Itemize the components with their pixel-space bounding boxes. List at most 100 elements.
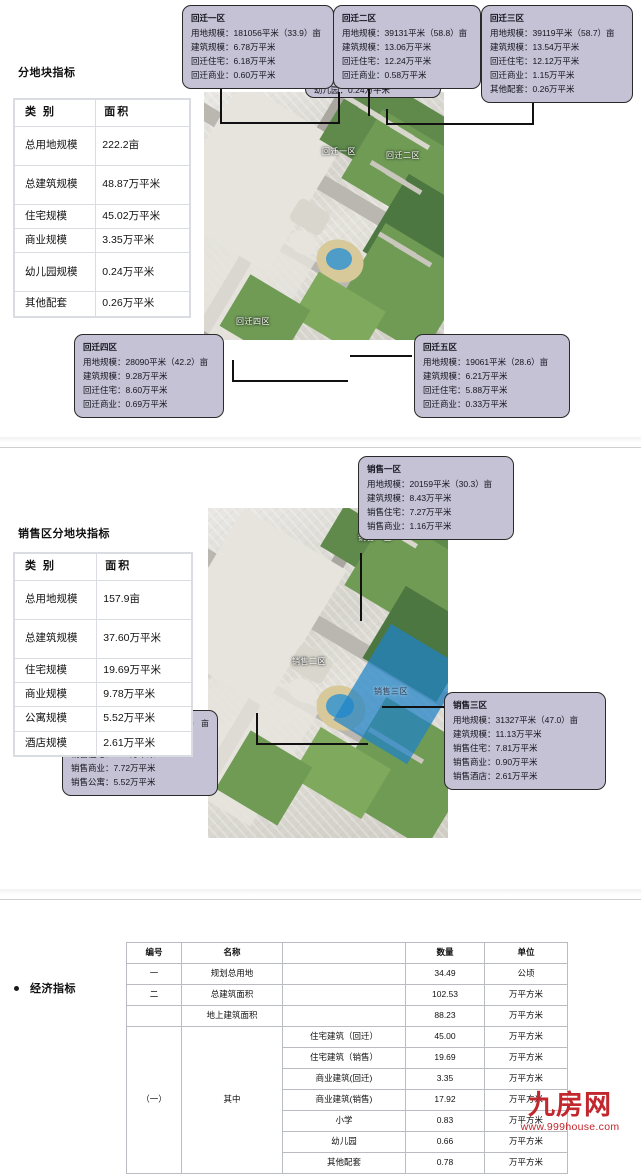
callout-row: 建筑规模：13.54万平米: [490, 42, 580, 53]
table-row: 小学 0.83 万平方米: [127, 1110, 568, 1132]
site-plan-image-lower: 销售一区 销售二区 销售三区: [208, 508, 448, 838]
row-value: 0.26万平米: [95, 291, 190, 317]
callout-row: 销售商业：1.16万平米: [367, 521, 452, 532]
row-value: 0.24万平米: [95, 252, 190, 293]
callout-row: 建筑规模：11.13万平米: [453, 729, 542, 740]
row-label: 其他配套: [13, 291, 97, 317]
leader-line-sales-zone-1: [360, 553, 370, 623]
table-row: （一） 其中 住宅建筑（回迁） 45.00 万平方米: [126, 1026, 568, 1174]
callout-row: 销售商业：7.72万平米: [71, 763, 156, 774]
table-row: 二 总建筑面积 102.53 万平方米: [126, 984, 568, 1006]
watermark-url: www.999house.com: [520, 1121, 620, 1133]
column-header-category: 类 别: [13, 99, 97, 127]
column-header-category: 类 别: [13, 553, 98, 581]
callout-row: 销售公寓：5.52万平米: [71, 777, 156, 788]
watermark: 九房网 www.999house.com: [502, 1092, 638, 1133]
row-value: 37.60万平米: [96, 618, 192, 659]
column-header-quantity: 数量: [405, 942, 485, 964]
map-label-zone-4: 回迁四区: [236, 317, 270, 326]
callout-row: 建筑规模：8.43万平米: [367, 493, 452, 504]
cell-unit: 万平方米: [484, 1005, 568, 1027]
row-value: 222.2亩: [95, 125, 190, 166]
section-economic-indicators: 经济指标 编号 名称 数量 单位 一 规划总用地 34.49 公顷: [0, 900, 641, 1174]
table-row: 总建筑规模 48.87万平米: [13, 164, 190, 205]
callout-row: 回迁住宅：8.60万平米: [83, 385, 168, 396]
leader-line-zone-5: [350, 355, 412, 359]
callout-partial-area: （ ） 亩: [180, 719, 209, 728]
callout-row: 回迁商业：0.69万平米: [83, 399, 168, 410]
row-value: 3.35万平米: [95, 228, 190, 254]
cell-quantity: 19.69: [405, 1047, 485, 1069]
cell-quantity: 0.83: [405, 1110, 485, 1132]
cell-quantity: 0.66: [405, 1131, 485, 1153]
cell-name: 总建筑面积: [181, 984, 283, 1006]
site-plan-image-upper: 回迁一区 回迁二区 回迁四区: [204, 92, 444, 340]
callout-row: 用地规模：31327平米（47.0）亩: [453, 715, 579, 726]
row-value: 2.61万平米: [96, 730, 192, 756]
table-row: 地上建筑面积 88.23 万平方米: [126, 1005, 568, 1027]
callout-huiqian-zone-5: 回迁五区 用地规模：19061平米（28.6）亩 建筑规模：6.21万平米 回迁…: [414, 334, 570, 419]
section-divider-2: [0, 899, 641, 900]
callout-row: 建筑规模：6.21万平米: [423, 371, 508, 382]
row-label: 总用地规模: [13, 125, 97, 166]
callout-row: 回迁住宅：12.12万平米: [490, 56, 580, 67]
table-row: 商业规模 9.78万平米: [13, 682, 192, 708]
cell-sub: 其他配套: [282, 1152, 406, 1174]
callout-row: 用地规模：39131平米（58.8）亩: [342, 28, 468, 39]
leader-line-zone-3: [386, 99, 536, 125]
callout-title: 回迁二区: [342, 13, 377, 23]
cell-quantity: 102.53: [405, 984, 485, 1006]
callout-row: 销售住宅：7.27万平米: [367, 507, 452, 518]
callout-row: 用地规模：181056平米（33.9）亩: [191, 28, 321, 39]
row-value: 5.52万平米: [96, 706, 192, 732]
callout-row: 建筑规模：9.28万平米: [83, 371, 168, 382]
callout-row: 幼儿园：0.24万平米: [314, 85, 391, 95]
callout-row: 建筑规模：13.06万平米: [342, 42, 432, 53]
callout-huiqian-zone-2: 回迁二区 用地规模：39131平米（58.8）亩 建筑规模：13.06万平米 回…: [333, 5, 481, 90]
cell-number: [126, 1005, 182, 1027]
table-row: 总用地规模 157.9亩: [13, 579, 192, 620]
table-row: 酒店规模 2.61万平米: [13, 730, 192, 756]
plot-indicators-heading: 分地块指标: [18, 67, 76, 79]
cell-number: 二: [126, 984, 182, 1006]
cell-number: 一: [126, 963, 182, 985]
row-label: 总建筑规模: [13, 164, 97, 205]
cell-unit: 万平方米: [484, 1131, 568, 1153]
economic-indicators-heading: 经济指标: [30, 983, 76, 995]
map-label-sales-zone-3: 销售三区: [374, 687, 408, 696]
cell-sub: 幼儿园: [282, 1131, 406, 1153]
table-header-row: 编号 名称 数量 单位: [126, 942, 568, 964]
table-row: 住宅规模 19.69万平米: [13, 657, 192, 684]
table-header-row: 类 别 面积: [13, 99, 190, 127]
column-header-area: 面积: [95, 99, 190, 127]
cell-name: 规划总用地: [181, 963, 283, 985]
callout-title: 销售三区: [453, 700, 488, 710]
map-label-sales-zone-2: 销售二区: [292, 657, 326, 666]
callout-row: 回迁商业：0.58万平米: [342, 70, 427, 81]
cell-sub: 住宅建筑（销售）: [282, 1047, 406, 1069]
column-header-sub: [282, 942, 406, 964]
callout-sales-zone-1: 销售一区 用地规模：20159平米（30.3）亩 建筑规模：8.43万平米 销售…: [358, 456, 514, 541]
column-header-number: 编号: [126, 942, 182, 964]
leader-line-zone-1: [220, 88, 370, 124]
row-value: 157.9亩: [96, 579, 192, 620]
cell-sub: 商业建筑(销售): [282, 1089, 406, 1111]
row-label: 幼儿园规模: [13, 252, 97, 293]
cell-quantity: 0.78: [405, 1152, 485, 1174]
economic-indicators-table: 编号 名称 数量 单位 一 规划总用地 34.49 公顷 二 总建筑面积: [126, 942, 568, 1174]
section-sales-indicators: 销售区分地块指标 销售一区: [0, 448, 641, 900]
callout-row: 用地规模：19061平米（28.6）亩: [423, 357, 549, 368]
cell-unit: 万平方米: [484, 1068, 568, 1090]
cell-quantity: 34.49: [405, 963, 485, 985]
cell-unit: 万平方米: [484, 1152, 568, 1174]
bullet-icon: [14, 986, 19, 991]
cell-quantity: 45.00: [405, 1026, 485, 1048]
callout-row: 回迁商业：0.33万平米: [423, 399, 508, 410]
watermark-brand: 九房网: [528, 1090, 612, 1121]
callout-row: 用地规模：39119平米（58.7）亩: [490, 28, 615, 39]
map-label-zone-1: 回迁一区: [322, 147, 356, 156]
sales-indicators-table: 类 别 面积 总用地规模 157.9亩 总建筑规模 37.60万平米 住宅规模 …: [13, 553, 192, 756]
callout-huiqian-zone-4: 回迁四区 用地规模：28090平米（42.2）亩 建筑规模：9.28万平米 回迁…: [74, 334, 224, 419]
map-label-zone-2: 回迁二区: [386, 151, 420, 160]
callout-row: 回迁住宅：12.24万平米: [342, 56, 432, 67]
